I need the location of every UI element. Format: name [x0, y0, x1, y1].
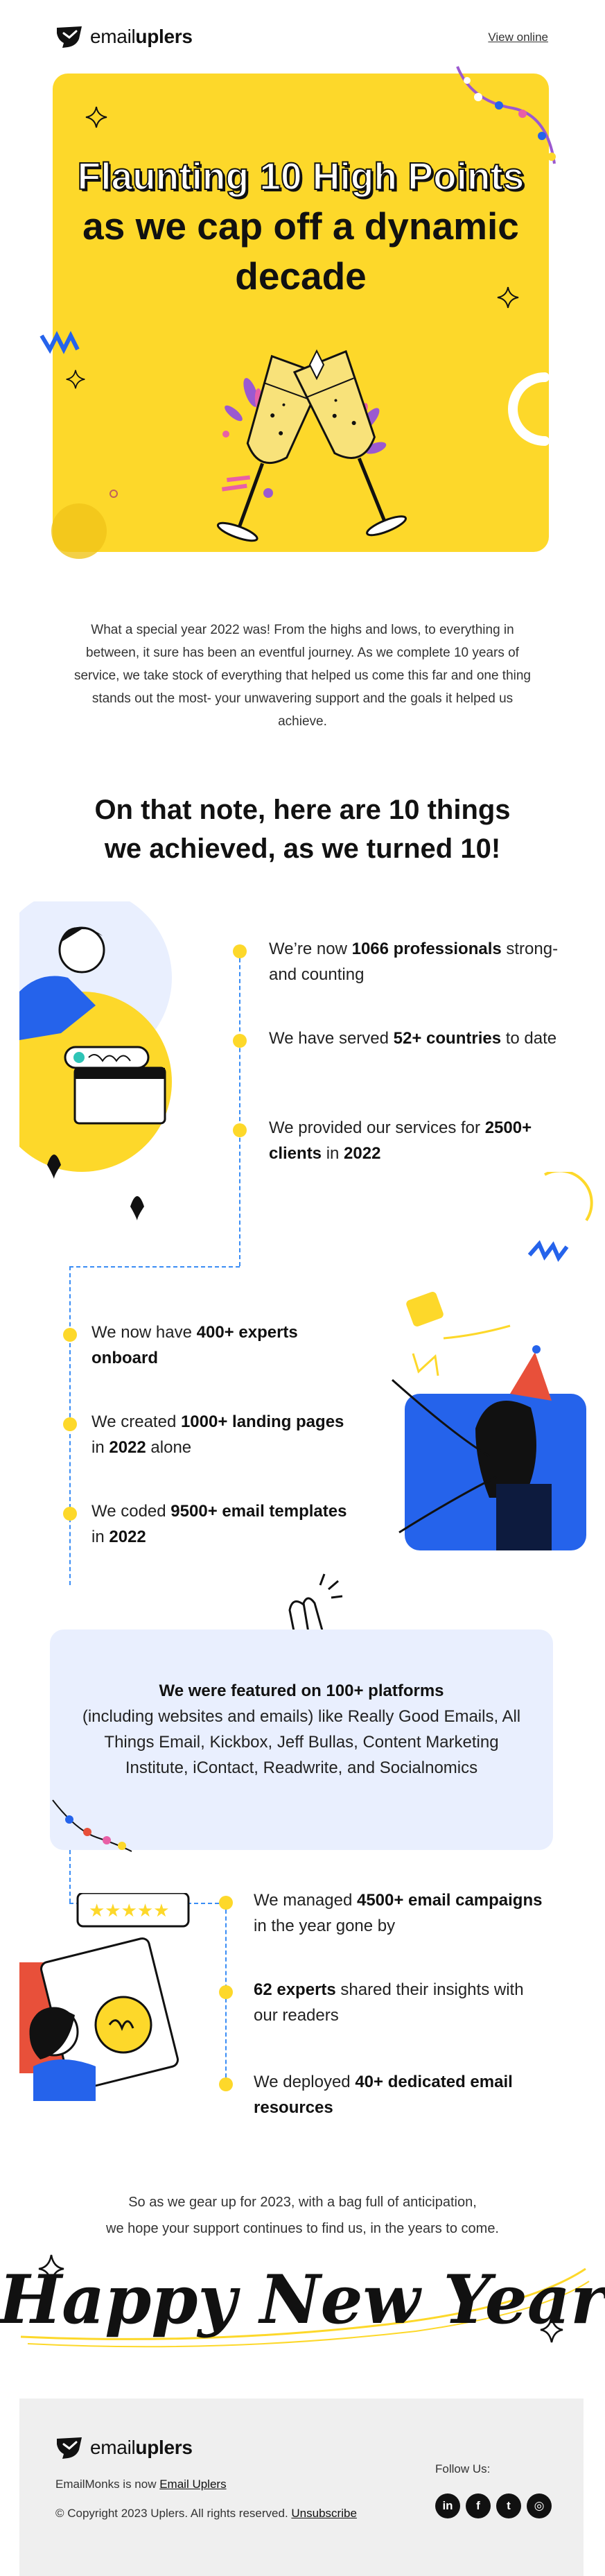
brand-name: emailuplers	[90, 26, 193, 47]
rename-notice: EmailMonks is now Email Uplers	[55, 2478, 227, 2491]
zigzag-ribbon-icon	[40, 331, 80, 354]
decor-ring	[109, 490, 118, 498]
achievement-item: We now have 400+ experts onboard	[91, 1323, 298, 1367]
brand-logo[interactable]: emailuplers	[55, 25, 193, 49]
twitter-icon[interactable]: t	[496, 2493, 521, 2518]
email-uplers-link[interactable]: Email Uplers	[159, 2478, 227, 2491]
hero-banner: Flaunting 10 High Points as we cap off a…	[51, 74, 550, 559]
instagram-icon[interactable]: ◎	[527, 2493, 552, 2518]
svg-text:★★★★★: ★★★★★	[89, 1901, 170, 1921]
achievement-item: We provided our services for 2500+ clien…	[269, 1118, 532, 1163]
timeline-dot	[233, 944, 247, 958]
confetti-streamer-illustration	[456, 66, 556, 164]
timeline-connector	[239, 951, 240, 1266]
achievement-item: 62 experts shared their insights with ou…	[254, 1980, 524, 2025]
timeline-dot	[63, 1417, 77, 1431]
champagne-toast-illustration	[216, 349, 407, 542]
follow-us-label: Follow Us:	[435, 2462, 491, 2475]
decor-ring-zigzag	[527, 1172, 593, 1262]
confetti-streamer-illustration	[52, 1799, 132, 1852]
footer-brand-logo[interactable]: emailuplers	[55, 2436, 193, 2460]
hero-title: Flaunting 10 High Points as we cap off a…	[77, 154, 525, 297]
achievement-item: We’re now 1066 professionals strong- and…	[269, 940, 559, 984]
achievement-item: We managed 4500+ email campaigns in the …	[254, 1891, 543, 1935]
timeline-dot	[233, 1123, 247, 1137]
facebook-icon[interactable]: f	[466, 2493, 491, 2518]
timeline-dot	[63, 1507, 77, 1521]
timeline-dot	[219, 1896, 233, 1910]
achievement-item: We deployed 40+ dedicated email resource…	[254, 2073, 513, 2117]
decor-arc	[508, 372, 550, 446]
timeline-dot	[219, 1985, 233, 1999]
timeline-dot	[63, 1328, 77, 1342]
sparkle-icon	[497, 286, 519, 309]
achievement-item: We have served 52+ countries to date	[269, 1029, 557, 1048]
section-title: On that note, here are 10 things we achi…	[94, 795, 511, 864]
timeline-connector	[69, 1850, 71, 1903]
timeline-dot	[233, 1034, 247, 1048]
intro-paragraph: What a special year 2022 was! From the h…	[73, 623, 532, 729]
reviewer-illustration: ★★★★★	[19, 1893, 190, 2101]
achievement-item: We created 1000+ landing pages in 2022 a…	[91, 1412, 344, 1457]
brand-mark-icon	[57, 26, 82, 48]
happy-new-year-banner: Happy New Year	[0, 2254, 605, 2348]
timeline-dot	[219, 2077, 233, 2091]
celebrating-woman-illustration	[392, 1292, 586, 1550]
sparkle-icon	[85, 106, 107, 128]
unsubscribe-link[interactable]: Unsubscribe	[291, 2507, 357, 2520]
happy-new-year-text: Happy New Year	[0, 2261, 605, 2339]
brand-name: emailuplers	[90, 2437, 193, 2458]
linkedin-icon[interactable]: in	[435, 2493, 460, 2518]
outro-text: So as we gear up for 2023, with a bag fu…	[106, 2195, 499, 2236]
developer-illustration	[19, 901, 172, 1220]
sparkle-icon	[66, 370, 85, 389]
brand-mark-icon	[57, 2437, 82, 2459]
featured-platforms-card: We were featured on 100+ platforms(inclu…	[50, 1630, 553, 1850]
timeline-connector	[69, 1266, 240, 1268]
view-online-link[interactable]: View online	[488, 31, 548, 44]
copyright-line: © Copyright 2023 Uplers. All rights rese…	[55, 2507, 357, 2520]
achievement-item: We coded 9500+ email templates in 2022	[91, 1502, 347, 1546]
decor-circle	[51, 503, 107, 559]
featured-platforms-text: We were featured on 100+ platforms(inclu…	[82, 1682, 521, 1777]
footer: emailuplers EmailMonks is now Email Uple…	[19, 2398, 584, 2576]
